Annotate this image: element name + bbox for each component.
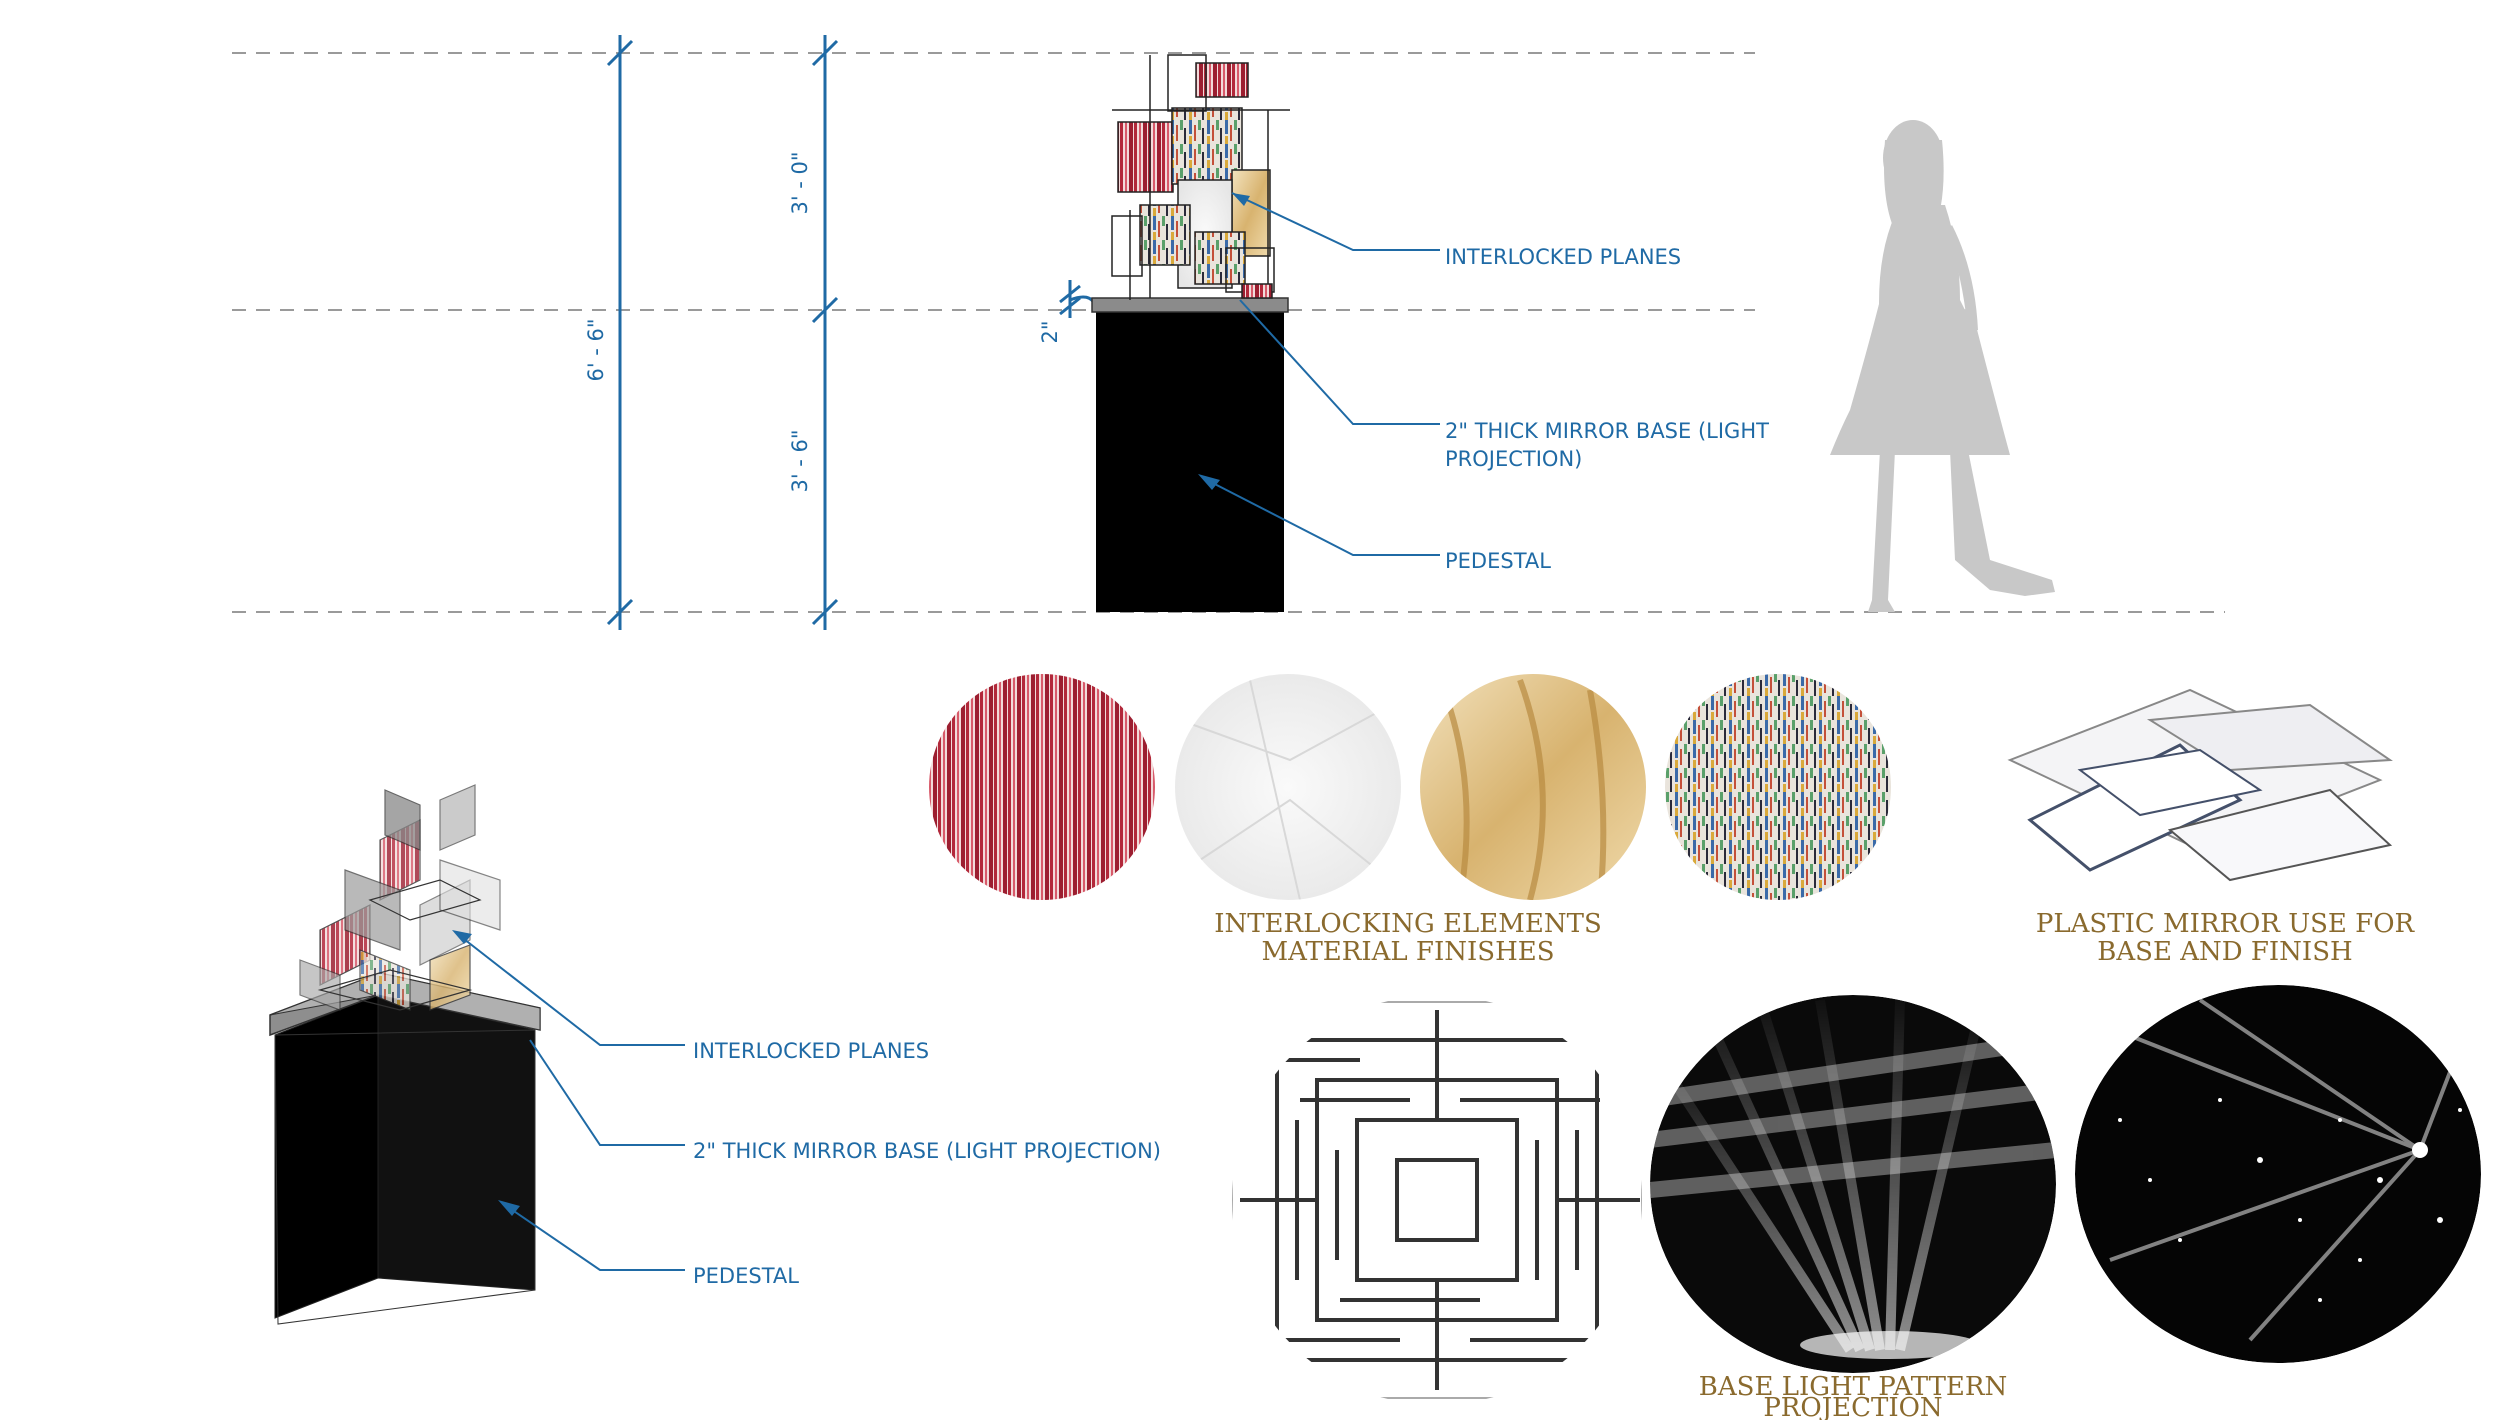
label-pedestal: PEDESTAL [1445,549,1551,573]
light-caption-line1: BASE LIGHT PATTERN [1699,1372,2007,1402]
leader-planes-axon [454,931,685,1046]
pedestal-axon-front [274,994,379,1319]
label-mirror-base-line1: 2" THICK MIRROR BASE (LIGHT [1445,419,1769,443]
dim-lower-label: 3' - 6" [788,429,812,492]
axonometric-view: INTERLOCKED PLANES 2" THICK MIRROR BASE … [269,784,1161,1325]
pedestal-axon-side [377,994,536,1291]
dim-total-label: 6' - 6" [584,318,608,381]
axon-label-interlocked-planes: INTERLOCKED PLANES [693,1039,929,1063]
human-silhouette-scale-figure [1830,120,2055,612]
light-scatter-image [2075,985,2481,1363]
mirror-caption-line1: PLASTIC MIRROR USE FOR [2036,909,2416,939]
dim-upper-label: 3' - 0" [788,151,812,214]
dimension-total: 6' - 6" [584,35,634,630]
leader-mirror-elevation [1239,299,1440,425]
material-caption-line1: INTERLOCKING ELEMENTS [1214,909,1602,939]
label-interlocked-planes: INTERLOCKED PLANES [1445,245,1681,269]
axon-label-mirror-base: 2" THICK MIRROR BASE (LIGHT PROJECTION) [693,1139,1161,1163]
gold-crumpled-finish-swatch [1420,674,1646,900]
multicolor-strip-finish-swatch [1665,674,1891,900]
pedestal-elevation [1096,312,1284,612]
dim-base-label: 2" [1038,320,1062,343]
label-mirror-base-line2: PROJECTION) [1445,447,1582,471]
mirror-caption-line2: BASE AND FINISH [2097,937,2352,967]
interlocked-planes-axon [299,784,501,1011]
light-beam-projection-image [1650,995,2056,1373]
leader-planes-elevation [1231,192,1440,251]
base-light-maze-pattern [1232,995,1642,1405]
mirror-base-elevation [1091,297,1289,313]
material-swatches: INTERLOCKING ELEMENTS MATERIAL FINISHES [929,674,1891,967]
interlocked-planes-elevation [1111,54,1290,300]
dimension-upper-lower: 3' - 0" 3' - 6" [788,35,839,630]
plastic-mirror-sheets-image: PLASTIC MIRROR USE FOR BASE AND FINISH [2007,688,2416,967]
white-crumpled-finish-swatch [1175,674,1401,900]
leader-pedestal-axon [504,1204,685,1271]
leader-pedestal-elevation [1204,478,1440,556]
leader-mirror-axon [529,1039,685,1146]
elevation-view: 6' - 6" 3' - 0" 3' - 6" 2" [232,35,2225,630]
axon-label-pedestal: PEDESTAL [693,1264,799,1288]
light-caption-line2: PROJECTION [1763,1393,1942,1420]
dimension-base: 2" [1038,280,1097,344]
material-caption-line2: MATERIAL FINISHES [1261,937,1554,967]
red-striped-finish-swatch [929,674,1155,900]
